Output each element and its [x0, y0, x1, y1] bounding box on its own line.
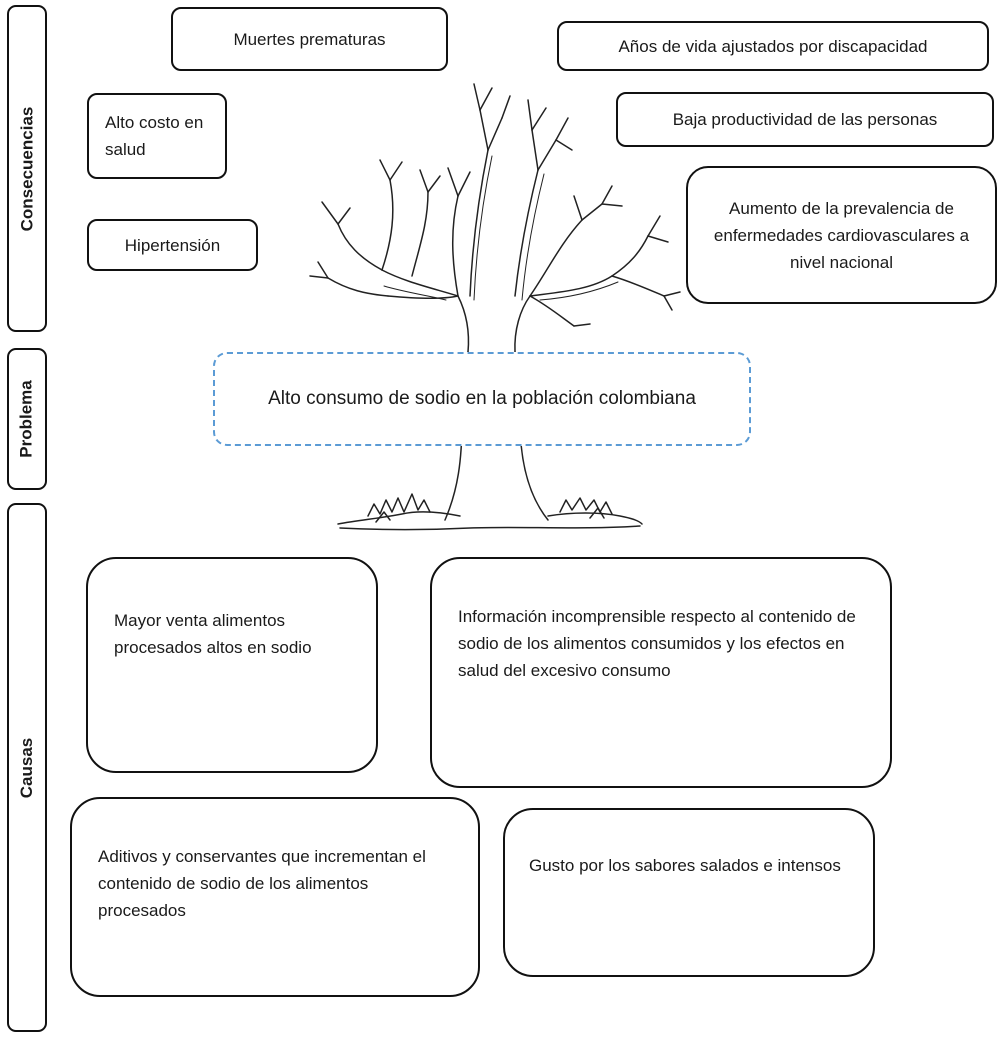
section-problem-label: Problema — [17, 380, 37, 458]
section-causes-label: Causas — [17, 737, 37, 798]
consequence-health-cost: Alto costo en salud — [87, 93, 227, 179]
consequence-premature-deaths-text: Muertes prematuras — [233, 29, 386, 49]
cause-additives-text: Aditivos y conservantes que incrementan … — [98, 847, 426, 920]
consequence-daly: Años de vida ajustados por discapacidad — [557, 21, 989, 71]
consequence-hypertension: Hipertensión — [87, 219, 258, 271]
cause-additives: Aditivos y conservantes que incrementan … — [70, 797, 480, 997]
consequence-cvd-prevalence-text: Aumento de la prevalencia de enfermedade… — [713, 198, 970, 272]
cause-processed-sales-text: Mayor venta alimentos procesados altos e… — [114, 611, 312, 657]
consequence-premature-deaths: Muertes prematuras — [171, 7, 448, 71]
section-causes: Causas — [7, 503, 47, 1032]
section-problem: Problema — [7, 348, 47, 490]
problem-box: Alto consumo de sodio en la población co… — [213, 352, 751, 446]
cause-incomprehensible-info-text: Información incomprensible respecto al c… — [458, 607, 856, 680]
cause-processed-sales: Mayor venta alimentos procesados altos e… — [86, 557, 378, 773]
cause-taste-text: Gusto por los sabores salados e intensos — [529, 856, 841, 875]
section-consequences-label: Consecuencias — [17, 106, 37, 231]
cause-taste: Gusto por los sabores salados e intensos — [503, 808, 875, 977]
consequence-health-cost-text: Alto costo en salud — [105, 113, 204, 159]
consequence-low-productivity-text: Baja productividad de las personas — [672, 110, 938, 129]
consequence-daly-text: Años de vida ajustados por discapacidad — [618, 36, 928, 56]
consequence-low-productivity: Baja productividad de las personas — [616, 92, 994, 147]
consequence-hypertension-text: Hipertensión — [124, 235, 221, 255]
cause-incomprehensible-info: Información incomprensible respecto al c… — [430, 557, 892, 788]
problem-text: Alto consumo de sodio en la población co… — [268, 388, 696, 409]
consequence-cvd-prevalence: Aumento de la prevalencia de enfermedade… — [686, 166, 997, 304]
section-consequences: Consecuencias — [7, 5, 47, 332]
